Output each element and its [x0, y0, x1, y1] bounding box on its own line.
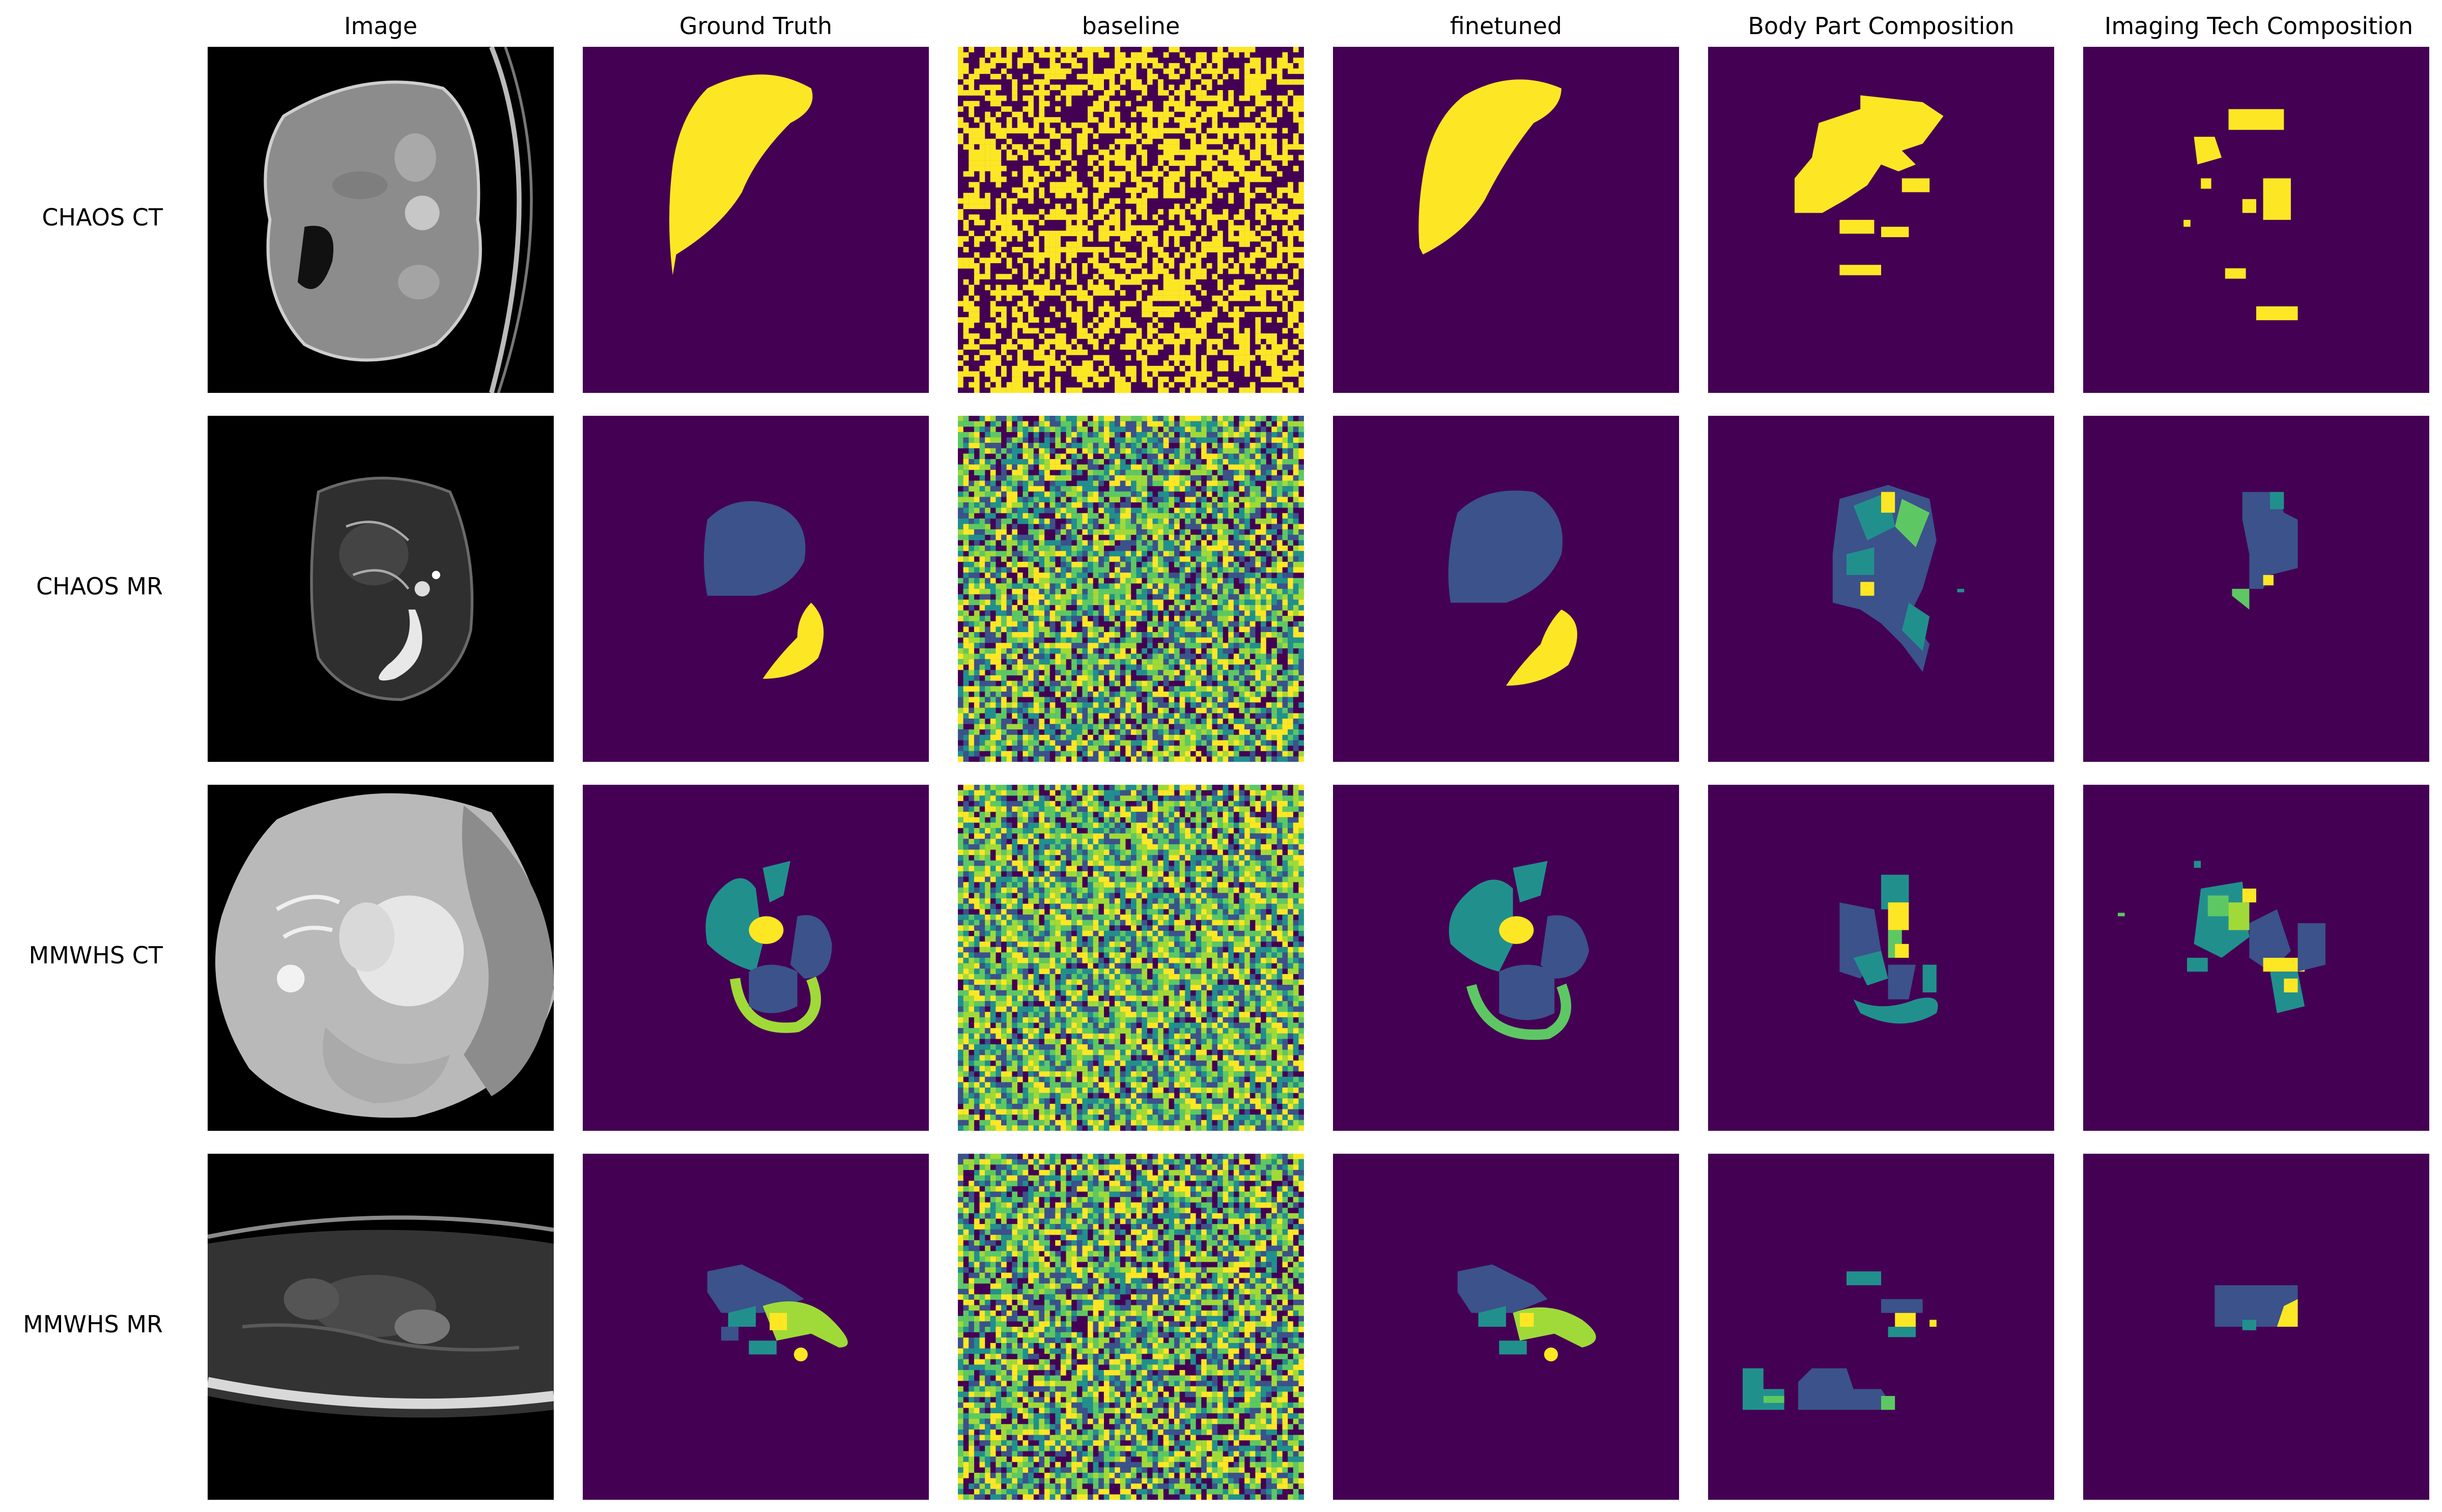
row-label-mmwhs-mr: MMWHS MR	[23, 1310, 163, 1338]
panel-mmwhs-mr-finetuned	[1333, 1154, 1679, 1500]
row-label-chaos-ct: CHAOS CT	[42, 204, 163, 231]
panel-mmwhs-ct-image	[208, 785, 554, 1131]
panel-chaos-ct-ground-truth	[583, 47, 929, 393]
panel-mmwhs-ct-imaging-tech	[2083, 785, 2429, 1131]
ground-truth-mask	[583, 47, 929, 393]
ct-heart-image	[208, 785, 554, 1131]
ground-truth-mask	[583, 1154, 929, 1500]
baseline-noise-mask	[958, 1154, 1304, 1500]
panel-chaos-ct-finetuned	[1333, 47, 1679, 393]
row-label-chaos-mr: CHAOS MR	[36, 573, 163, 600]
mr-abdomen-image	[208, 416, 554, 762]
ground-truth-mask	[583, 416, 929, 762]
column-title-finetuned: finetuned	[1450, 12, 1563, 40]
panel-mmwhs-ct-body-part	[1708, 785, 2054, 1131]
baseline-noise-mask	[958, 785, 1304, 1131]
body-part-composition-mask	[1708, 47, 2054, 393]
panel-chaos-ct-imaging-tech	[2083, 47, 2429, 393]
panel-chaos-mr-image	[208, 416, 554, 762]
body-part-composition-mask	[1708, 785, 2054, 1131]
ground-truth-mask	[583, 785, 929, 1131]
panel-chaos-ct-image	[208, 47, 554, 393]
column-title-ground-truth: Ground Truth	[679, 12, 833, 40]
finetuned-mask	[1333, 785, 1679, 1131]
panel-chaos-ct-body-part	[1708, 47, 2054, 393]
imaging-tech-composition-mask	[2083, 47, 2429, 393]
panel-mmwhs-mr-body-part	[1708, 1154, 2054, 1500]
panel-chaos-mr-baseline	[958, 416, 1304, 762]
row-label-mmwhs-ct: MMWHS CT	[29, 942, 163, 969]
column-title-body-part-composition: Body Part Composition	[1748, 12, 2014, 40]
panel-chaos-mr-ground-truth	[583, 416, 929, 762]
panel-mmwhs-mr-imaging-tech	[2083, 1154, 2429, 1500]
column-title-imaging-tech-composition: Imaging Tech Composition	[2104, 12, 2413, 40]
panel-chaos-ct-baseline	[958, 47, 1304, 393]
panel-mmwhs-mr-ground-truth	[583, 1154, 929, 1500]
panel-mmwhs-ct-finetuned	[1333, 785, 1679, 1131]
panel-mmwhs-mr-image	[208, 1154, 554, 1500]
column-title-image: Image	[344, 12, 418, 40]
imaging-tech-composition-mask	[2083, 416, 2429, 762]
panel-mmwhs-mr-baseline	[958, 1154, 1304, 1500]
finetuned-mask	[1333, 47, 1679, 393]
panel-chaos-mr-imaging-tech	[2083, 416, 2429, 762]
mr-heart-image	[208, 1154, 554, 1500]
imaging-tech-composition-mask	[2083, 785, 2429, 1131]
panel-chaos-mr-finetuned	[1333, 416, 1679, 762]
baseline-noise-mask	[958, 47, 1304, 393]
finetuned-mask	[1333, 416, 1679, 762]
finetuned-mask	[1333, 1154, 1679, 1500]
imaging-tech-composition-mask	[2083, 1154, 2429, 1500]
panel-mmwhs-ct-ground-truth	[583, 785, 929, 1131]
baseline-noise-mask	[958, 416, 1304, 762]
column-title-baseline: baseline	[1082, 12, 1180, 40]
body-part-composition-mask	[1708, 416, 2054, 762]
panel-mmwhs-ct-baseline	[958, 785, 1304, 1131]
body-part-composition-mask	[1708, 1154, 2054, 1500]
ct-abdomen-image	[208, 47, 554, 393]
panel-chaos-mr-body-part	[1708, 416, 2054, 762]
